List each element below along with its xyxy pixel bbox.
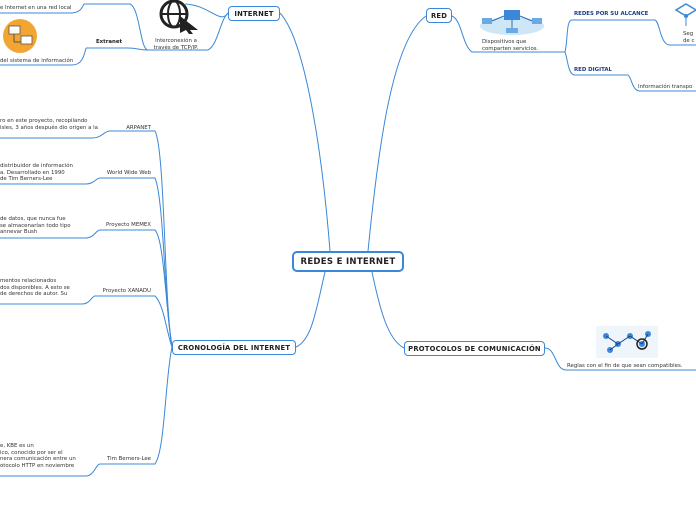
topic-internet[interactable]: INTERNET (228, 6, 280, 21)
timeline-label-memex: Proyecto MEMEX (106, 222, 151, 228)
timeline-label-berners-lee: Tim Berners-Lee (107, 456, 151, 462)
topic-cronologia[interactable]: CRONOLOGÍA DEL INTERNET (172, 340, 296, 355)
timeline-label-xanadu: Proyecto XANADU (102, 288, 151, 294)
central-topic[interactable]: REDES E INTERNET (292, 251, 404, 272)
topic-internet-label: INTERNET (234, 9, 274, 18)
protocol-network-icon (596, 326, 658, 358)
timeline-text-berners-lee: e, KBE es un ico, conocido por ser el ne… (0, 443, 76, 469)
connector-cronologia (295, 271, 326, 348)
red-digital-label: RED DIGITAL (574, 67, 612, 73)
topic-cronologia-label: CRONOLOGÍA DEL INTERNET (177, 343, 291, 352)
connector-internet (279, 12, 331, 252)
timeline-label-www: World Wide Web (106, 170, 151, 176)
extranet-fragment: del sistema de información (0, 58, 74, 64)
protocolos-desc: Reglas con el fin de que sean compatible… (567, 363, 683, 369)
timeline-label-arpanet: ARPANET (126, 125, 151, 131)
timeline-text-www: distribuidor de información a. Desarroll… (0, 163, 73, 183)
extranet-label: Extranet (96, 39, 123, 45)
redes-alcance-label: REDES POR SU ALCANCE (574, 11, 649, 17)
central-topic-label: REDES E INTERNET (300, 256, 396, 267)
topic-red-label: RED (430, 11, 448, 20)
topic-red[interactable]: RED (426, 8, 452, 23)
red-desc: Dispositivos que comparten servicios. (482, 39, 539, 52)
connector-red (367, 15, 427, 252)
globe-cursor-icon (159, 0, 198, 34)
redes-alcance-fragment: Seg de c (683, 31, 695, 44)
timeline-text-xanadu: mentos relacionados dos disponibles. A e… (0, 278, 70, 298)
timeline-text-memex: de datos, que nunca fue se almacenarían … (0, 216, 71, 236)
internet-fragment-top: e Internet en una red local (0, 5, 72, 11)
red-digital-fragment: Información transpo (638, 84, 693, 90)
network-nodes-icon (674, 3, 696, 26)
topic-protocolos-label: PROTOCOLOS DE COMUNICACIÓN (408, 344, 541, 353)
network-devices-icon (480, 10, 544, 35)
timeline-text-arpanet: ro en este proyecto, recopilando isles, … (0, 118, 98, 131)
connector-protocolos (371, 271, 405, 349)
network-computers-icon (3, 19, 37, 53)
internet-desc: Interconexión a través de TCP/IP. (153, 38, 199, 51)
topic-protocolos[interactable]: PROTOCOLOS DE COMUNICACIÓN (404, 341, 545, 356)
